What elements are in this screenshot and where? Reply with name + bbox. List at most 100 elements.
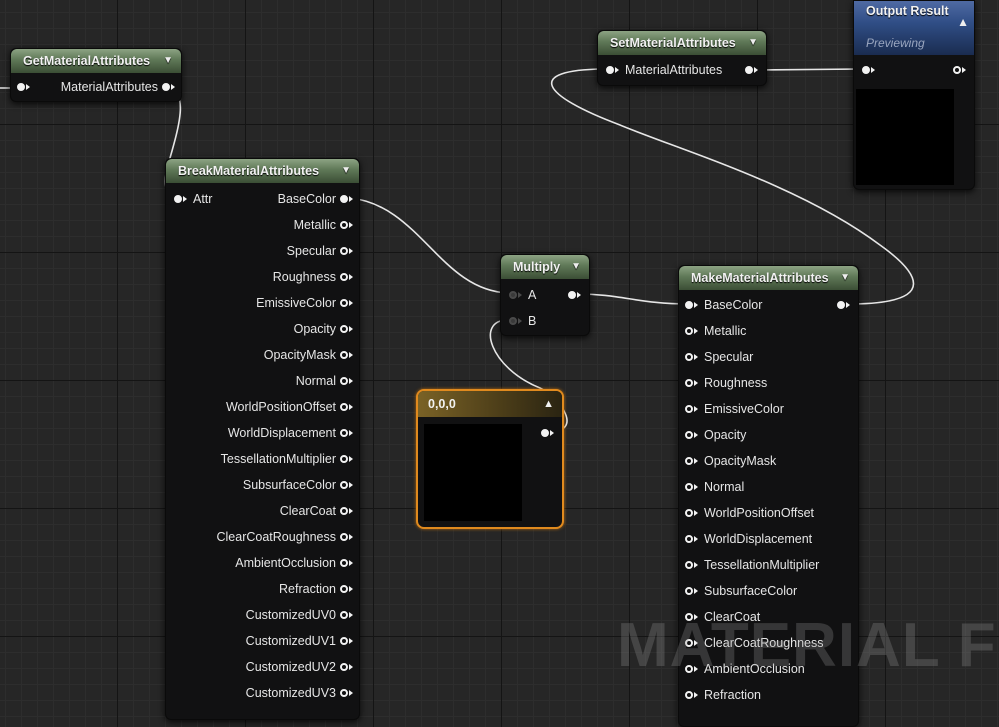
output-pin-material-attributes[interactable]: MaterialAttributes	[61, 74, 175, 100]
collapse-arrow-icon[interactable]: ▼	[163, 55, 173, 66]
output-pin[interactable]	[837, 292, 850, 318]
node-header[interactable]: Multiply ▼	[501, 255, 589, 279]
output-pin-customizeduv1[interactable]: CustomizedUV1	[246, 628, 353, 654]
output-pin-opacitymask[interactable]: OpacityMask	[264, 342, 353, 368]
output-pin-normal[interactable]: Normal	[296, 368, 353, 394]
pin-arrow-icon	[694, 587, 698, 594]
pin-icon	[685, 482, 693, 491]
node-header[interactable]: 0,0,0 ▲	[418, 391, 562, 417]
pin-icon	[174, 194, 182, 203]
input-pin-opacity[interactable]: Opacity	[685, 422, 746, 448]
output-pin-subsurfacecolor[interactable]: SubsurfaceColor	[243, 472, 353, 498]
input-pin-roughness[interactable]: Roughness	[685, 370, 767, 396]
node-subtitle: Previewing	[866, 36, 925, 50]
set-material-attributes-node[interactable]: SetMaterialAttributes ▼ MaterialAttribut…	[597, 30, 767, 86]
output-pin-refraction[interactable]: Refraction	[279, 576, 353, 602]
collapse-arrow-icon[interactable]: ▼	[840, 272, 850, 283]
break-material-attributes-node[interactable]: BreakMaterialAttributes ▼ Attr BaseColor…	[165, 158, 360, 720]
output-pin-worldpositionoffset[interactable]: WorldPositionOffset	[226, 394, 353, 420]
output-pin-customizeduv0[interactable]: CustomizedUV0	[246, 602, 353, 628]
input-pin-worldpositionoffset[interactable]: WorldPositionOffset	[685, 500, 814, 526]
output-pin-basecolor[interactable]: BaseColor	[278, 186, 353, 212]
input-pin-opacitymask[interactable]: OpacityMask	[685, 448, 776, 474]
multiply-node[interactable]: Multiply ▼ A B	[500, 254, 590, 336]
node-header[interactable]: GetMaterialAttributes ▼	[11, 49, 181, 73]
input-pin-metallic[interactable]: Metallic	[685, 318, 746, 344]
output-pin-ambientocclusion[interactable]: AmbientOcclusion	[235, 550, 353, 576]
output-pin-opacity[interactable]: Opacity	[294, 316, 353, 342]
output-result-node[interactable]: Output Result ▲ Previewing	[853, 0, 975, 190]
output-pin[interactable]	[541, 420, 554, 446]
pin-label: AmbientOcclusion	[704, 662, 805, 676]
collapse-arrow-icon[interactable]: ▲	[957, 15, 969, 29]
node-header[interactable]: BreakMaterialAttributes ▼	[166, 159, 359, 183]
pin-icon	[541, 428, 549, 437]
input-pin-emissivecolor[interactable]: EmissiveColor	[685, 396, 784, 422]
input-pin-clearcoat[interactable]: ClearCoat	[685, 604, 760, 630]
pin-label: A	[528, 288, 537, 302]
output-pin-specular[interactable]: Specular	[287, 238, 353, 264]
collapse-arrow-icon[interactable]: ▲	[543, 398, 554, 410]
collapse-arrow-icon[interactable]: ▼	[571, 261, 581, 272]
node-header[interactable]: MakeMaterialAttributes ▼	[679, 266, 858, 290]
input-pin-refraction[interactable]: Refraction	[685, 682, 761, 708]
input-pin-attr[interactable]: Attr	[174, 186, 212, 212]
output-pin-customizeduv2[interactable]: CustomizedUV2	[246, 654, 353, 680]
pin-arrow-icon	[694, 665, 698, 672]
collapse-arrow-icon[interactable]: ▼	[748, 37, 758, 48]
input-pin-basecolor[interactable]: BaseColor	[685, 292, 762, 318]
input-pin[interactable]	[862, 57, 875, 83]
get-material-attributes-node[interactable]: GetMaterialAttributes ▼ MaterialAttribut…	[10, 48, 182, 102]
node-header[interactable]: SetMaterialAttributes ▼	[598, 31, 766, 55]
pin-arrow-icon	[171, 83, 175, 90]
output-pin-tessellationmultiplier[interactable]: TessellationMultiplier	[221, 446, 353, 472]
pin-icon	[745, 65, 753, 74]
pin-icon	[340, 662, 348, 671]
pin-arrow-icon	[349, 377, 353, 384]
node-title: BreakMaterialAttributes	[178, 164, 320, 178]
input-pin-material-attributes[interactable]: MaterialAttributes	[606, 57, 722, 83]
output-pin-metallic[interactable]: Metallic	[294, 212, 353, 238]
input-pin[interactable]	[17, 74, 30, 100]
output-pin-clearcoatroughness[interactable]: ClearCoatRoughness	[216, 524, 353, 550]
output-pin-roughness[interactable]: Roughness	[273, 264, 353, 290]
output-pin-emissivecolor[interactable]: EmissiveColor	[256, 290, 353, 316]
input-pin-b[interactable]: B	[509, 308, 536, 334]
pin-label: Opacity	[293, 322, 336, 336]
pin-icon	[685, 430, 693, 439]
pin-label: WorldPositionOffset	[704, 506, 815, 520]
pin-icon	[340, 428, 348, 437]
output-pin[interactable]	[953, 57, 966, 83]
pin-icon	[685, 586, 693, 595]
output-pin[interactable]	[568, 282, 581, 308]
pin-label: CustomizedUV0	[245, 608, 336, 622]
output-header[interactable]: Output Result ▲ Previewing	[854, 1, 974, 55]
input-pin-ambientocclusion[interactable]: AmbientOcclusion	[685, 656, 805, 682]
collapse-arrow-icon[interactable]: ▼	[341, 165, 351, 176]
input-pin-worlddisplacement[interactable]: WorldDisplacement	[685, 526, 812, 552]
input-pin-normal[interactable]: Normal	[685, 474, 744, 500]
output-pin-worlddisplacement[interactable]: WorldDisplacement	[228, 420, 353, 446]
pin-arrow-icon	[518, 317, 522, 324]
watermark-text: MATERIAL FUN	[617, 611, 999, 680]
pin-arrow-icon	[694, 327, 698, 334]
pin-arrow-icon	[577, 291, 581, 298]
pin-label: TessellationMultiplier	[704, 558, 820, 572]
pin-arrow-icon	[349, 195, 353, 202]
pin-icon	[685, 404, 693, 413]
input-pin-specular[interactable]: Specular	[685, 344, 753, 370]
pin-icon	[17, 82, 25, 91]
output-pin[interactable]	[745, 57, 758, 83]
input-pin-tessellationmultiplier[interactable]: TessellationMultiplier	[685, 552, 819, 578]
output-pin-customizeduv3[interactable]: CustomizedUV3	[246, 680, 353, 706]
pin-arrow-icon	[349, 273, 353, 280]
pin-icon	[340, 584, 348, 593]
input-pin-clearcoatroughness[interactable]: ClearCoatRoughness	[685, 630, 824, 656]
output-pin-clearcoat[interactable]: ClearCoat	[280, 498, 353, 524]
pin-label: B	[528, 314, 537, 328]
pin-label: CustomizedUV3	[245, 686, 336, 700]
input-pin-a[interactable]: A	[509, 282, 536, 308]
input-pin-subsurfacecolor[interactable]: SubsurfaceColor	[685, 578, 797, 604]
constant-color-node[interactable]: 0,0,0 ▲	[416, 389, 564, 529]
pin-arrow-icon	[349, 455, 353, 462]
